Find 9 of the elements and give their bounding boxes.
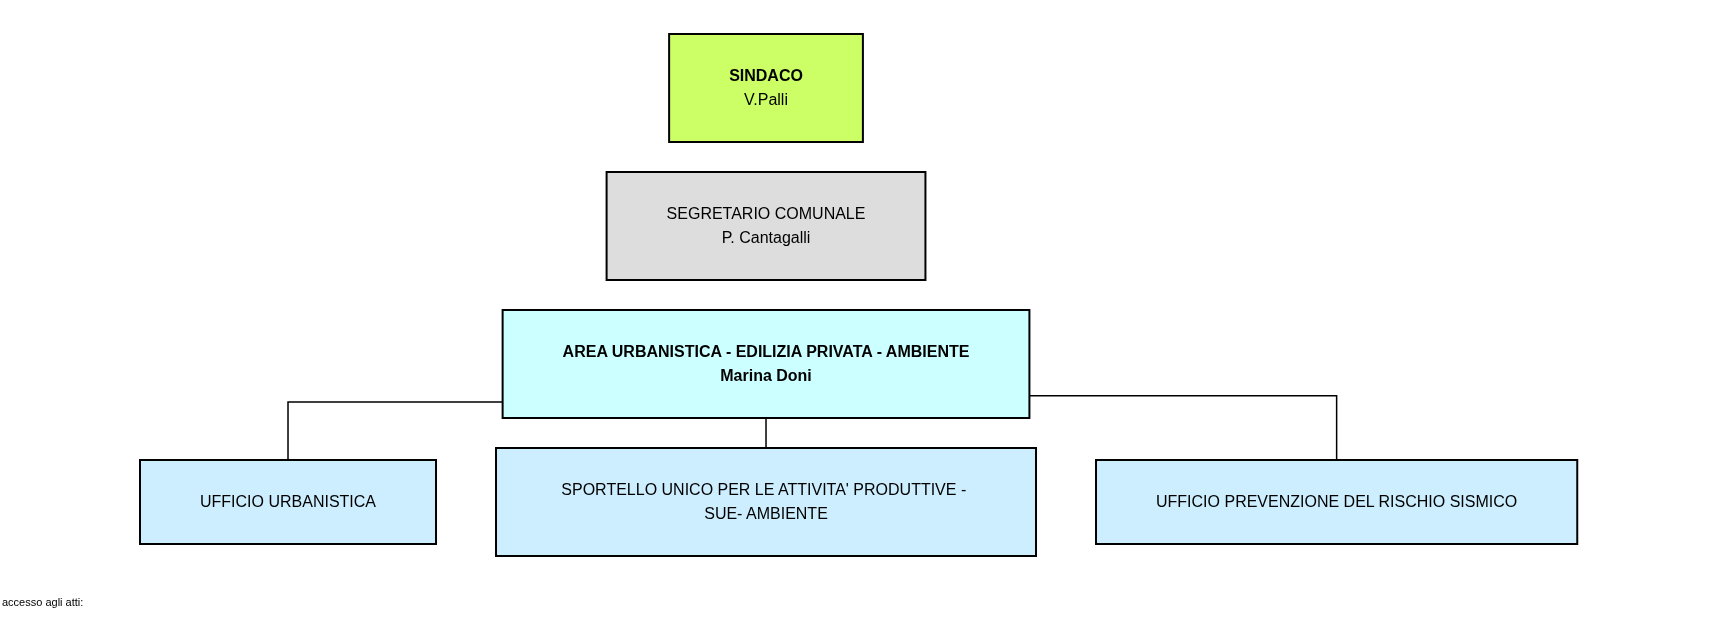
connector [1029,395,1338,461]
connector [765,417,768,449]
node-box: AREA URBANISTICA - EDILIZIA PRIVATA - AMBIENTE Marina Doni [502,309,1031,419]
node-box: UFFICIO PREVENZIONE DEL RISCHIO SISMICO [1095,459,1579,545]
node-box: SPORTELLO UNICO PER LE ATTIVITA' PRODUTTIVE - SUE- AMBIENTE [495,447,1038,557]
node-box: SINDACO V.Palli [668,33,865,143]
note-text: accesso agli atti: [2,596,84,608]
node-box: SEGRETARIO COMUNALE P. Cantagalli [605,171,927,281]
node-box: UFFICIO URBANISTICA [139,459,438,545]
